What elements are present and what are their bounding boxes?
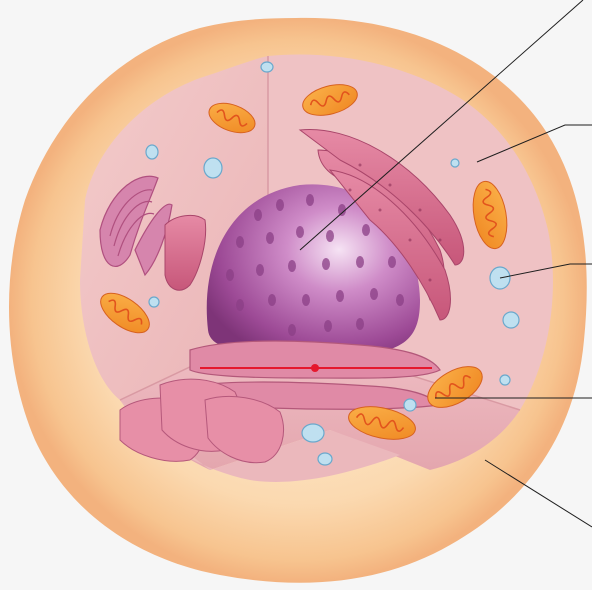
nucleus-leader	[299, 0, 584, 251]
membrane-leader	[484, 459, 592, 528]
er-ribosomes	[348, 163, 442, 282]
mitochondria	[100, 84, 508, 440]
smooth-er-bottom	[119, 378, 284, 464]
rough-er-right	[298, 129, 465, 321]
golgi-left	[99, 175, 173, 277]
vesicle-leader	[499, 263, 592, 279]
nuclear-pores	[226, 194, 404, 336]
cytoplasm-leader	[476, 124, 592, 163]
er-left	[164, 214, 207, 291]
marker-dot	[311, 364, 319, 372]
